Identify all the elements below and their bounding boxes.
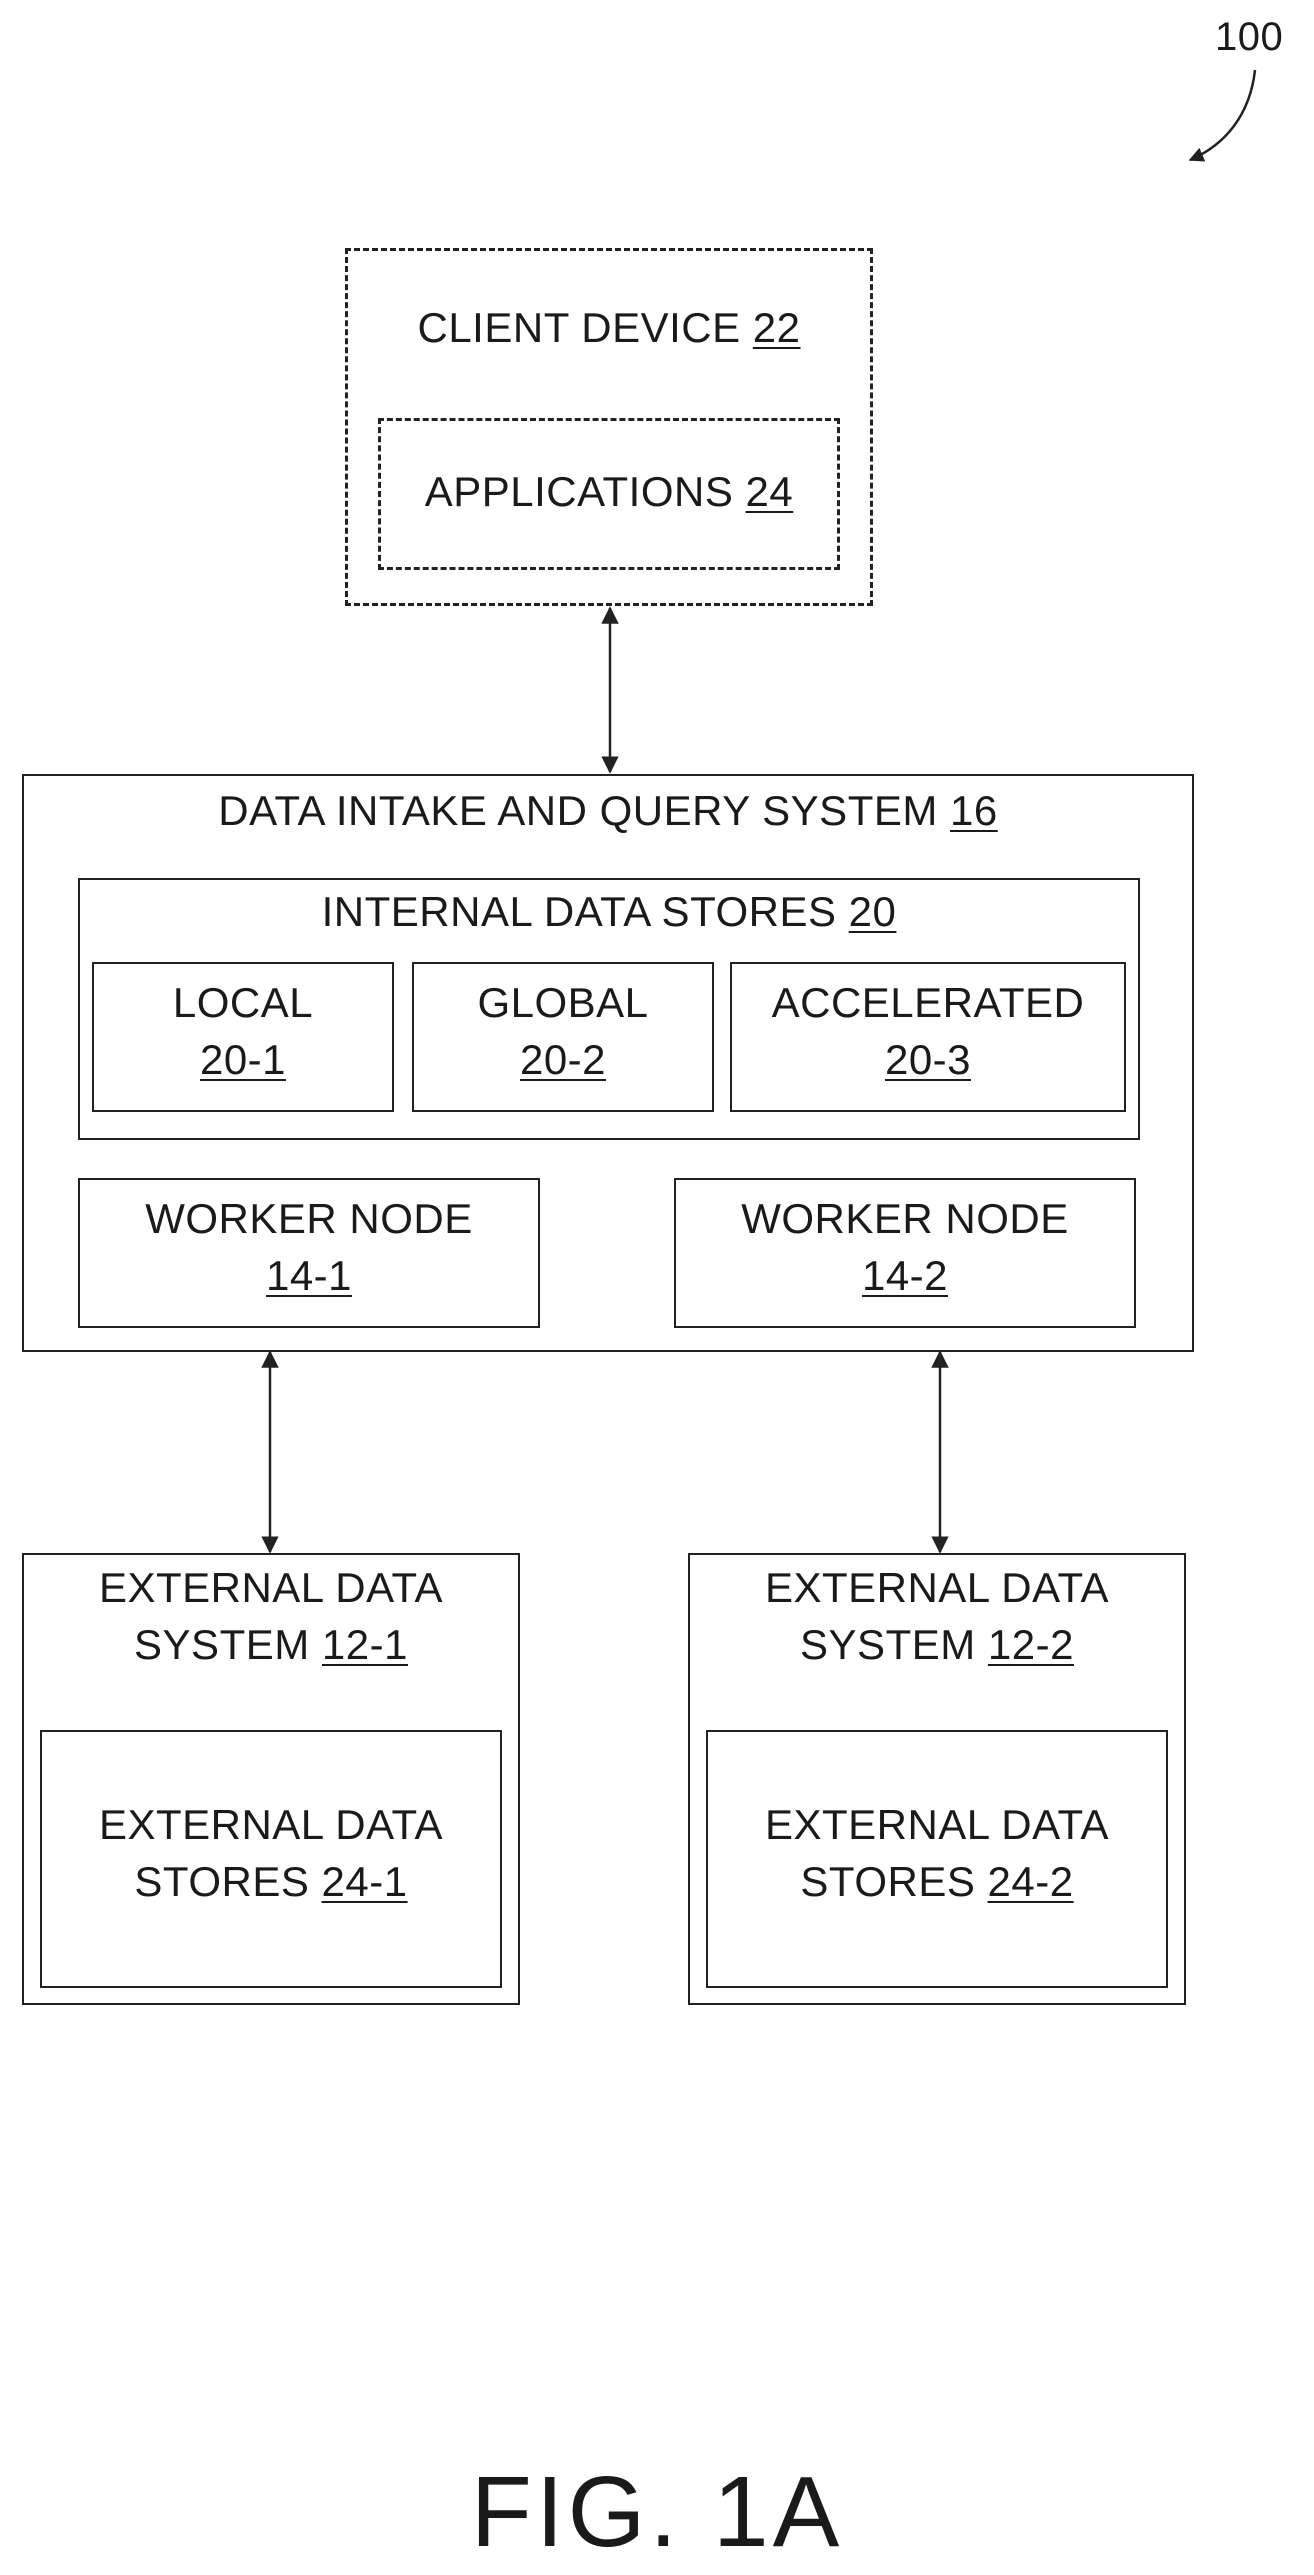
accelerated-store-ref: 20-3 xyxy=(730,1032,1126,1089)
local-store-ref: 20-1 xyxy=(92,1032,394,1089)
external-data-system-1-ref: 12-1 xyxy=(322,1621,408,1668)
internal-data-stores-label: INTERNAL DATA STORES 20 xyxy=(78,884,1140,941)
applications-ref: 24 xyxy=(746,468,794,515)
figure-reference-number: 100 xyxy=(1215,10,1283,64)
data-intake-query-system-ref: 16 xyxy=(950,787,998,834)
external-data-stores-1-label: EXTERNAL DATA STORES 24-1 xyxy=(40,1797,502,1910)
external-data-system-2-ref: 12-2 xyxy=(988,1621,1074,1668)
global-store-label: GLOBAL 20-2 xyxy=(412,975,714,1088)
client-device-label: CLIENT DEVICE 22 xyxy=(345,300,873,357)
global-store-ref: 20-2 xyxy=(412,1032,714,1089)
worker-node-2-ref: 14-2 xyxy=(674,1248,1136,1305)
external-data-stores-2-ref: 24-2 xyxy=(988,1858,1074,1905)
data-intake-query-system-label: DATA INTAKE AND QUERY SYSTEM 16 xyxy=(22,783,1194,840)
external-data-system-1-label: EXTERNAL DATA SYSTEM 12-1 xyxy=(22,1560,520,1673)
internal-data-stores-ref: 20 xyxy=(849,888,897,935)
worker-node-2-label: WORKER NODE 14-2 xyxy=(674,1191,1136,1304)
worker-node-1-label: WORKER NODE 14-1 xyxy=(78,1191,540,1304)
client-device-ref: 22 xyxy=(753,304,801,351)
figure-ref-arrow xyxy=(1190,70,1255,160)
local-store-label: LOCAL 20-1 xyxy=(92,975,394,1088)
external-data-system-2-label: EXTERNAL DATA SYSTEM 12-2 xyxy=(688,1560,1186,1673)
external-data-stores-1-ref: 24-1 xyxy=(322,1858,408,1905)
figure-caption: FIG. 1A xyxy=(0,2445,1314,2575)
worker-node-1-ref: 14-1 xyxy=(78,1248,540,1305)
applications-label: APPLICATIONS 24 xyxy=(378,464,840,521)
external-data-stores-2-label: EXTERNAL DATA STORES 24-2 xyxy=(706,1797,1168,1910)
accelerated-store-label: ACCELERATED 20-3 xyxy=(730,975,1126,1088)
